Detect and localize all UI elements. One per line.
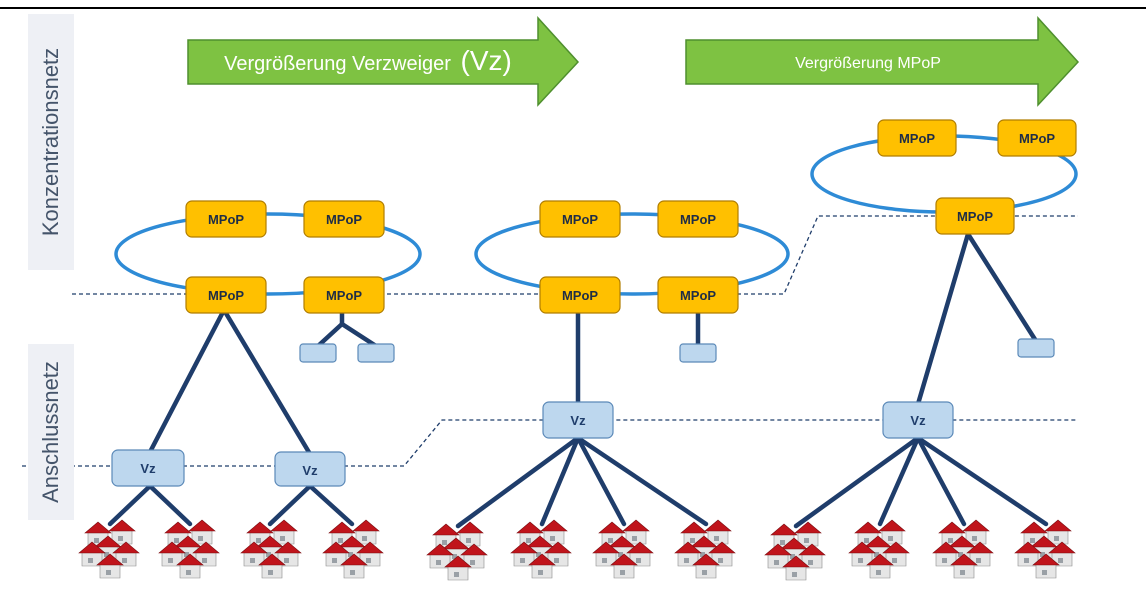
house-cluster-icon xyxy=(241,520,301,578)
svg-text:MPoP: MPoP xyxy=(326,212,362,227)
vz-node: Vz xyxy=(882,401,954,439)
mpop-node: MPoP xyxy=(657,200,739,238)
arrow-enlarge-mpop: Vergrößerung MPoP xyxy=(685,16,1080,107)
mpop-node: MPoP xyxy=(303,276,385,314)
house-cluster-icon xyxy=(675,520,735,578)
svg-text:MPoP: MPoP xyxy=(957,209,993,224)
svg-text:Vz: Vz xyxy=(910,413,926,428)
house-cluster-icon xyxy=(765,522,825,580)
mpop-node: MPoP xyxy=(539,200,621,238)
vz-node: Vz xyxy=(542,401,614,439)
house-cluster-icon xyxy=(849,520,909,578)
mpop-node: MPoP xyxy=(997,119,1077,157)
house-cluster-icon xyxy=(511,520,571,578)
vz-node: Vz xyxy=(111,449,185,487)
link-group xyxy=(107,231,1049,529)
arrow-enlarge-mpop-label: Vergrößerung MPoP xyxy=(795,55,941,72)
svg-text:Vz: Vz xyxy=(302,463,318,478)
access-network-label: Anschlussnetz xyxy=(28,344,74,520)
mpop-node: MPoP xyxy=(185,200,267,238)
svg-text:MPoP: MPoP xyxy=(899,131,935,146)
house-cluster-icon xyxy=(933,520,993,578)
house-cluster-icon xyxy=(593,520,653,578)
svg-text:MPoP: MPoP xyxy=(562,212,598,227)
svg-text:Vz: Vz xyxy=(140,461,156,476)
endpoint-box xyxy=(1017,338,1055,358)
svg-text:MPoP: MPoP xyxy=(562,288,598,303)
svg-text:MPoP: MPoP xyxy=(1019,131,1055,146)
concentration-network-label: Konzentrationsnetz xyxy=(28,14,74,270)
house-cluster-icon xyxy=(159,520,219,578)
svg-text:MPoP: MPoP xyxy=(326,288,362,303)
svg-text:MPoP: MPoP xyxy=(208,212,244,227)
arrow-enlarge-vz: Vergrößerung Verzweiger (Vz) xyxy=(187,16,580,107)
house-cluster-group xyxy=(79,520,1075,580)
svg-text:MPoP: MPoP xyxy=(208,288,244,303)
svg-text:Vz: Vz xyxy=(570,413,586,428)
mpop-ring-1 xyxy=(114,212,422,296)
endpoint-box xyxy=(679,343,717,363)
endpoint-box xyxy=(299,343,337,363)
mpop-node: MPoP xyxy=(539,276,621,314)
endpoint-box xyxy=(357,343,395,363)
svg-text:MPoP: MPoP xyxy=(680,212,716,227)
mpop-node: MPoP xyxy=(185,276,267,314)
access-vz-boundary-line xyxy=(22,419,1078,467)
mpop-node: MPoP xyxy=(877,119,957,157)
vz-node: Vz xyxy=(274,451,346,487)
house-cluster-icon xyxy=(1015,520,1075,578)
house-cluster-icon xyxy=(427,522,487,580)
svg-text:MPoP: MPoP xyxy=(680,288,716,303)
mpop-node: MPoP xyxy=(657,276,739,314)
mpop-ring-2 xyxy=(474,212,790,296)
arrow-enlarge-vz-label: Vergrößerung Verzweiger (Vz) xyxy=(224,45,512,76)
house-cluster-icon xyxy=(323,520,383,578)
mpop-node: MPoP xyxy=(303,200,385,238)
mpop-node: MPoP xyxy=(935,197,1015,235)
house-cluster-icon xyxy=(79,520,139,578)
